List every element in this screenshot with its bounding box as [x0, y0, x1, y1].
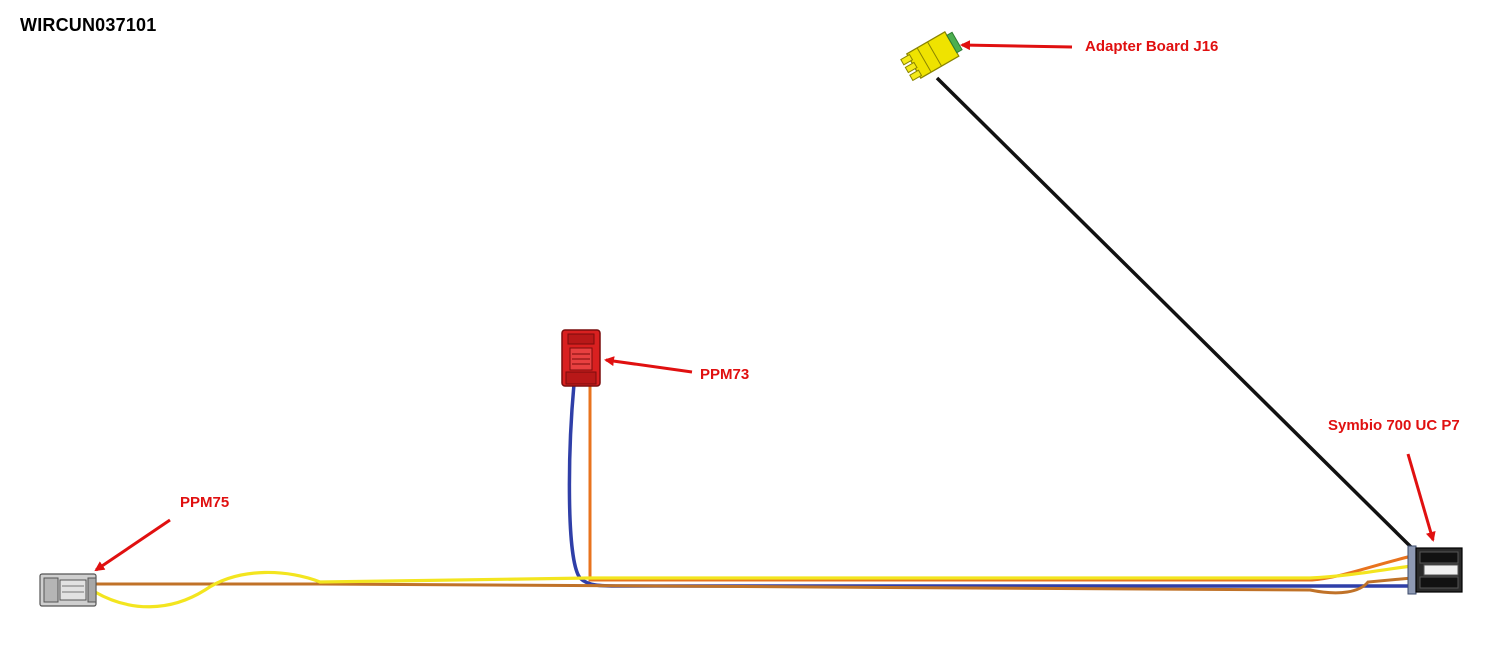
- black-wire: [935, 76, 1414, 550]
- label-adapter-board-j16: Adapter Board J16: [1085, 38, 1219, 55]
- diagram-title: WIRCUN037101: [20, 15, 157, 35]
- ppm73-connector[interactable]: [561, 329, 601, 387]
- ppm75-connector[interactable]: [39, 573, 97, 607]
- orange-wire: [588, 384, 1413, 582]
- label-symbio-700-uc-p7: Symbio 700 UC P7: [1328, 417, 1460, 434]
- brown-wire: [95, 576, 1413, 595]
- symbio-700-uc-p7-connector[interactable]: [1407, 545, 1463, 595]
- yellow-wire: [94, 564, 1413, 609]
- label-ppm75: PPM75: [180, 494, 230, 511]
- callout-arrow-ppm75: [94, 518, 171, 572]
- callout-arrow-ppm73: [604, 356, 693, 374]
- adapter-board-j16-connector[interactable]: [900, 29, 964, 82]
- blue-wire: [567, 383, 1412, 588]
- callout-arrow-p7: [1406, 453, 1436, 542]
- callout-arrow-j16: [960, 40, 1073, 51]
- label-ppm73: PPM73: [700, 366, 750, 383]
